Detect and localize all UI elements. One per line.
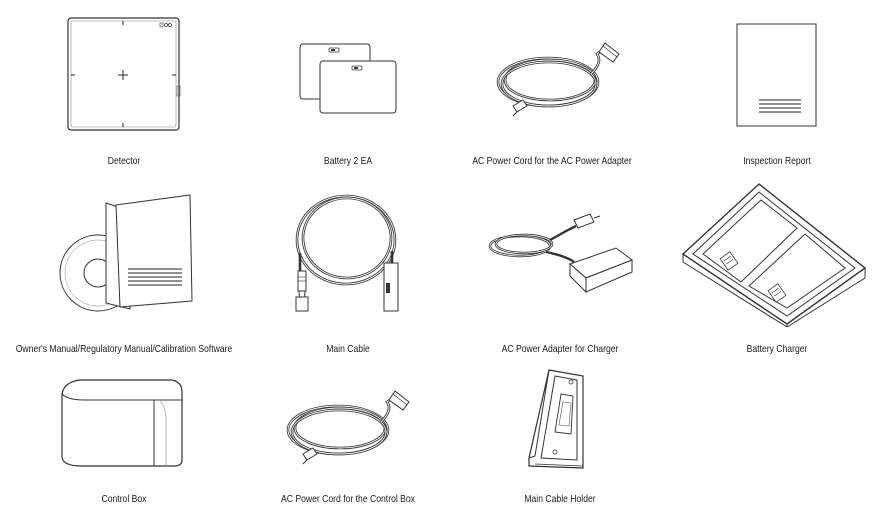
manual-cd-icon xyxy=(58,193,198,314)
item-label: Owner's Manual/Regulatory Manual/Calibra… xyxy=(15,343,233,355)
item-label: Main Cable Holder xyxy=(524,493,596,505)
item-label: Main Cable xyxy=(326,343,370,355)
battery-icon xyxy=(296,41,398,116)
report-icon xyxy=(735,22,818,128)
item-label: Inspection Report xyxy=(743,155,811,167)
item-label: AC Power Cord for the AC Power Adapter xyxy=(472,155,632,167)
item-label: Detector xyxy=(107,155,141,167)
item-label: AC Power Cord for the Control Box xyxy=(281,493,415,505)
item-label: Control Box xyxy=(101,493,147,505)
cable-holder-icon xyxy=(525,368,589,472)
item-label: Battery Charger xyxy=(746,343,808,355)
control-box-icon xyxy=(60,378,185,469)
charger-icon xyxy=(679,182,873,327)
power-cord-icon xyxy=(493,40,628,118)
power-cord-icon xyxy=(283,388,418,466)
power-adapter-icon xyxy=(486,212,638,298)
detector-icon xyxy=(66,16,181,132)
cable-icon xyxy=(290,193,406,318)
item-label: Battery 2 EA xyxy=(323,155,373,167)
item-label: AC Power Adapter for Charger xyxy=(501,343,619,355)
